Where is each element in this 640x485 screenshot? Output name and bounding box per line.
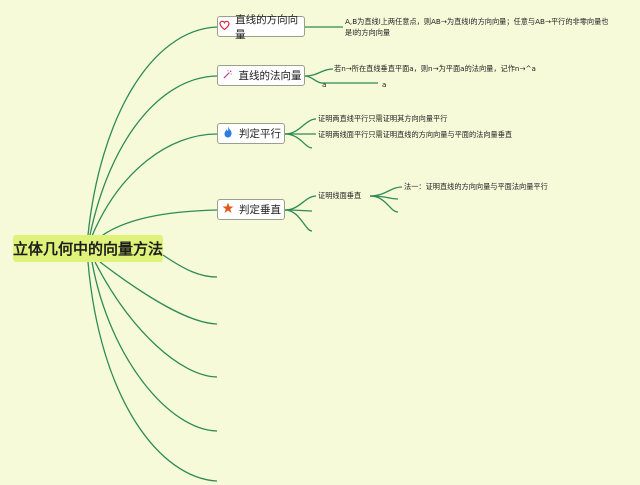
parallel-detail-2: 证明两线面平行只需证明直线的方向向量与平面的法向量垂直 xyxy=(318,130,513,139)
connector-root-to-direction xyxy=(87,26,218,236)
topic-judge-parallel[interactable]: 判定平行 xyxy=(217,123,285,144)
connector-perp-detail xyxy=(284,195,317,211)
connector-empty-1 xyxy=(162,254,218,278)
connector-root-to-normal xyxy=(89,75,218,236)
star-icon xyxy=(221,202,235,217)
parallel-detail-1: 证明两直线平行只需证明其方向向量平行 xyxy=(318,114,448,123)
connector-parallel-detail-1 xyxy=(284,118,317,135)
connector-empty-2 xyxy=(99,261,218,325)
heart-icon xyxy=(218,20,231,33)
topic-label: 判定平行 xyxy=(239,128,281,140)
connector-empty-3 xyxy=(94,261,218,378)
topic-label: 判定垂直 xyxy=(239,204,281,216)
normal-vector-detail: 若n→所在直线垂直平面a，则n→为平面a的法向量，记作n→^a xyxy=(334,64,536,73)
connector-perp-sub-3 xyxy=(369,195,399,213)
normal-sub-label-2: a xyxy=(382,80,387,89)
connector-perp-empty-2 xyxy=(284,209,313,232)
normal-sub-label-1: a xyxy=(322,80,327,89)
connector-empty-5 xyxy=(87,261,218,482)
connector-parallel-empty xyxy=(284,133,313,149)
wand-icon xyxy=(221,69,235,83)
connector-empty-4 xyxy=(91,261,218,432)
topic-label: 直线的法向量 xyxy=(238,70,302,82)
connector-perp-sub-1 xyxy=(369,186,403,197)
root-topic[interactable]: 立体几何中的向量方法 xyxy=(13,235,163,262)
topic-label: 直线的方向向量 xyxy=(235,13,299,41)
topic-direction-vector[interactable]: 直线的方向向量 xyxy=(217,14,305,41)
connector-root-to-perpendicular xyxy=(99,209,218,238)
topic-normal-vector[interactable]: 直线的法向量 xyxy=(217,65,305,86)
perpendicular-sub-detail-1: 法一：证明直线的方向向量与平面法向量平行 xyxy=(404,182,548,191)
direction-vector-detail: A,B为直线l上两任意点，则AB→为直线l的方向向量；任意与AB→平行的非零向量… xyxy=(345,17,609,37)
connector-root-to-parallel xyxy=(91,133,218,237)
root-title: 立体几何中的向量方法 xyxy=(13,240,164,258)
connector-normal-sub xyxy=(304,75,378,84)
topic-judge-perpendicular[interactable]: 判定垂直 xyxy=(217,199,285,220)
flame-icon xyxy=(221,126,235,141)
perpendicular-detail-1: 证明线面垂直 xyxy=(318,191,362,200)
connector-normal-detail xyxy=(304,68,334,77)
